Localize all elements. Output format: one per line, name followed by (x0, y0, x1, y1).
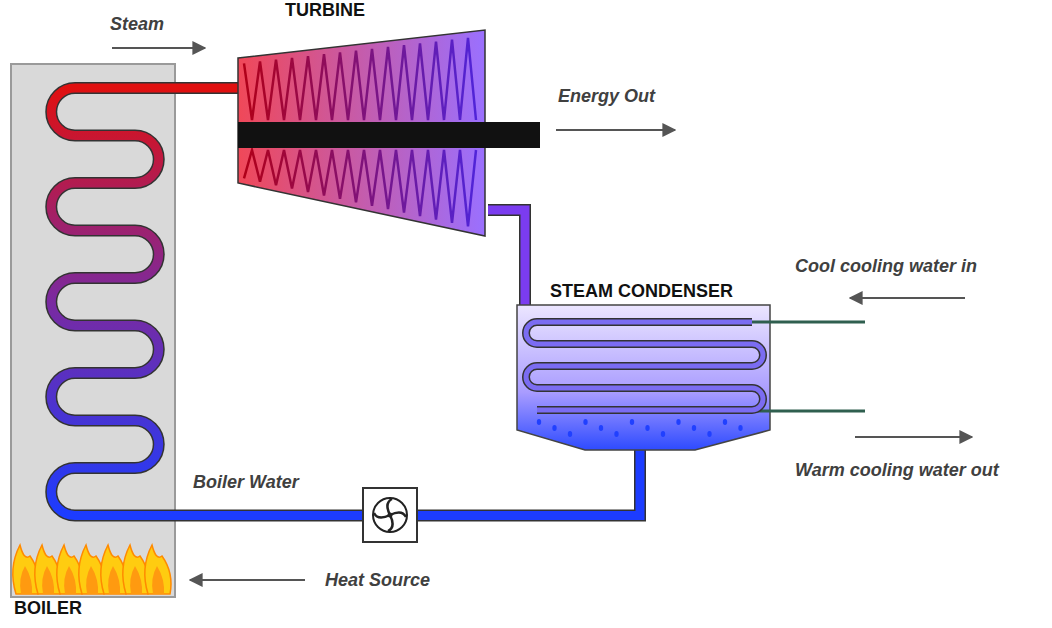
boiler-box: BOILER (10, 63, 176, 598)
cooling-out-arrow (855, 436, 972, 438)
water-drop (661, 431, 665, 437)
water-drop (692, 425, 696, 431)
pump-symbol (363, 488, 417, 542)
pipe-outline (488, 210, 525, 280)
cooling-tube (526, 322, 763, 410)
flame-core (86, 566, 98, 594)
flame-core (42, 566, 54, 594)
flame-core (152, 566, 164, 594)
pump-blades (374, 499, 406, 531)
flow-label: Steam (110, 14, 164, 35)
pipe (176, 84, 238, 93)
steam-inlet-pipe-outline (519, 280, 531, 307)
heat-flames (13, 545, 171, 594)
annotation-label: Cool cooling water in (795, 256, 977, 277)
flame-core (130, 566, 142, 594)
steam-inlet-pipe (521, 280, 530, 307)
node-heading: TURBINE (285, 0, 365, 21)
flame (145, 545, 171, 594)
boiler-coil-outline (51, 88, 176, 516)
annotation-label: Heat Source (325, 570, 430, 591)
node-shape (517, 280, 770, 450)
condenser-shell (517, 305, 770, 450)
pump-housing (363, 488, 417, 542)
node-heading: STEAM CONDENSER (550, 281, 733, 302)
pipe (488, 210, 525, 280)
heat-source-arrow (190, 579, 305, 581)
pipe-outline (176, 82, 238, 94)
cooling-tube-outline (526, 322, 763, 410)
boiler-coil (51, 88, 176, 516)
steam-flow-arrow (112, 47, 205, 49)
water-drop (552, 425, 556, 431)
node-shape (10, 63, 176, 598)
pump-rotor (373, 498, 407, 532)
node-shape (238, 8, 488, 240)
annotation-label: Warm cooling water out (795, 460, 999, 481)
water-drop (583, 419, 587, 425)
energy-out-arrow (556, 129, 675, 131)
flow-label: Boiler Water (193, 472, 299, 493)
pump-hub (388, 513, 393, 518)
water-drop (614, 431, 618, 437)
water-drop (738, 425, 742, 431)
water-drop (568, 431, 572, 437)
condenser-box: STEAM CONDENSER (517, 280, 770, 450)
turbine-box: TURBINE (238, 8, 488, 240)
annotation-label: Energy Out (558, 86, 655, 107)
water-drop (707, 431, 711, 437)
water-drop (676, 419, 680, 425)
flame-core (108, 566, 120, 594)
water-drop (599, 425, 603, 431)
flame-core (64, 566, 76, 594)
pipe-connector (176, 88, 238, 89)
turbine-shaft (238, 122, 540, 148)
turbine-blades (244, 38, 476, 120)
water-drop (537, 419, 541, 425)
pipe-connector (488, 210, 525, 280)
water-drop (630, 419, 634, 425)
flame-core (20, 566, 32, 594)
cooling-in-arrow (850, 297, 965, 299)
node-heading: BOILER (14, 598, 82, 619)
turbine-blades (244, 150, 476, 226)
condensate-drops (537, 419, 743, 437)
water-drop (645, 425, 649, 431)
water-drop (723, 419, 727, 425)
